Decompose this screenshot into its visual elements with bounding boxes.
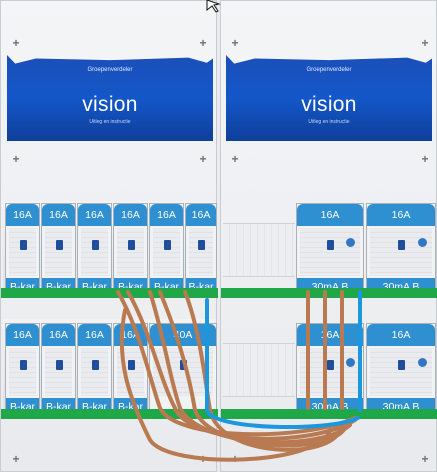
breaker-mechanism <box>9 228 36 276</box>
test-button[interactable] <box>346 238 355 247</box>
screw-icon: + <box>231 452 239 466</box>
breaker-rating: 40A <box>150 324 216 346</box>
rcd-breaker[interactable]: 16A 30mA B <box>366 323 436 417</box>
screw-icon: + <box>199 152 207 166</box>
screw-icon: + <box>199 36 207 50</box>
breaker-lever[interactable] <box>19 360 27 370</box>
breaker-rating: 16A <box>6 324 39 346</box>
test-button[interactable] <box>346 358 355 367</box>
circuit-breaker[interactable]: 16A B-kar <box>113 203 148 297</box>
neutral-rail-top <box>221 288 437 298</box>
breaker-rating: 16A <box>297 204 363 226</box>
blank-cover <box>223 223 295 277</box>
breaker-lever[interactable] <box>127 240 135 250</box>
circuit-breaker[interactable]: 16A B-kar <box>41 203 76 297</box>
screw-icon: + <box>421 36 429 50</box>
breaker-lever[interactable] <box>327 360 334 370</box>
breaker-mechanism <box>117 228 144 276</box>
brochure-logo: vision <box>82 93 138 116</box>
main-switch[interactable]: 40A <box>149 323 217 417</box>
breaker-lever[interactable] <box>19 240 27 250</box>
breaker-lever[interactable] <box>55 360 63 370</box>
blank-cover <box>223 343 295 397</box>
breaker-mechanism <box>45 348 72 396</box>
breaker-rating: 16A <box>367 324 435 346</box>
breaker-rating: 16A <box>42 204 75 226</box>
breaker-lever[interactable] <box>91 240 99 250</box>
rcd-breaker[interactable]: 16A 30mA B <box>296 323 364 417</box>
breaker-mechanism <box>370 228 432 276</box>
screw-icon: + <box>199 452 207 466</box>
breaker-rating: 16A <box>114 324 147 346</box>
brochure-subtitle: Uitleg en instructie <box>89 119 131 125</box>
breaker-mechanism <box>153 228 180 276</box>
screw-icon: + <box>231 152 239 166</box>
brochure-brand: Groepenverdeler <box>87 67 133 73</box>
brochure-logo: vision <box>301 93 357 116</box>
circuit-breaker[interactable]: 16A B-kar <box>77 203 112 297</box>
breaker-lever[interactable] <box>327 240 334 250</box>
breaker-mechanism <box>81 228 108 276</box>
breaker-mechanism <box>300 228 360 276</box>
breaker-mechanism <box>81 348 108 396</box>
breaker-rating: 16A <box>186 204 216 226</box>
breaker-lever[interactable] <box>127 360 135 370</box>
breaker-mechanism <box>370 348 432 396</box>
circuit-breaker[interactable]: 16A B-kar <box>149 203 184 297</box>
test-button[interactable] <box>418 238 427 247</box>
screw-icon: + <box>231 36 239 50</box>
circuit-breaker[interactable]: 16A B-kar <box>77 323 112 417</box>
circuit-breaker[interactable]: 16A B-kar <box>5 203 40 297</box>
breaker-lever[interactable] <box>55 240 63 250</box>
brochure-subtitle: Uitleg en instructie <box>308 119 350 125</box>
instruction-brochure-left[interactable]: Groepenverdeler vision Uitleg en instruc… <box>7 55 213 141</box>
screw-icon: + <box>421 152 429 166</box>
distribution-panel-left: + + + + + + Groepenverdeler vision Uitle… <box>0 0 218 472</box>
screw-icon: + <box>12 152 20 166</box>
breaker-rating: 16A <box>114 204 147 226</box>
breaker-mechanism <box>300 348 360 396</box>
breaker-rating: 16A <box>150 204 183 226</box>
test-button[interactable] <box>418 358 427 367</box>
screw-icon: + <box>421 452 429 466</box>
neutral-rail-bottom <box>221 409 437 419</box>
breaker-mechanism <box>45 228 72 276</box>
neutral-rail-top <box>1 288 218 298</box>
breaker-rating: 16A <box>6 204 39 226</box>
circuit-breaker[interactable]: 16A B-kar <box>113 323 148 417</box>
breaker-lever[interactable] <box>91 360 99 370</box>
breaker-rating: 16A <box>297 324 363 346</box>
breaker-lever[interactable] <box>180 360 187 370</box>
breaker-mechanism <box>189 228 213 276</box>
screw-icon: + <box>12 452 20 466</box>
breaker-rating: 16A <box>367 204 435 226</box>
brochure-brand: Groepenverdeler <box>306 67 352 73</box>
breaker-mechanism <box>153 348 213 396</box>
breaker-mechanism <box>117 348 144 396</box>
breaker-lever[interactable] <box>163 240 171 250</box>
rcd-breaker[interactable]: 16A 30mA B <box>296 203 364 297</box>
breaker-lever[interactable] <box>398 240 405 250</box>
breaker-rating: 16A <box>42 324 75 346</box>
breaker-lever[interactable] <box>198 240 205 250</box>
circuit-breaker[interactable]: 16A B-kar <box>5 323 40 417</box>
neutral-rail-bottom <box>1 409 218 419</box>
breaker-mechanism <box>9 348 36 396</box>
distribution-panel-right: + + + + + + Groepenverdeler vision Uitle… <box>220 0 437 472</box>
circuit-breaker[interactable]: 16A B-kar <box>41 323 76 417</box>
breaker-rating: 16A <box>78 204 111 226</box>
circuit-breaker[interactable]: 16A B-kar <box>185 203 217 297</box>
screw-icon: + <box>12 36 20 50</box>
instruction-brochure-right[interactable]: Groepenverdeler vision Uitleg en instruc… <box>226 55 432 141</box>
breaker-lever[interactable] <box>398 360 405 370</box>
rcd-breaker[interactable]: 16A 30mA B <box>366 203 436 297</box>
breaker-rating: 16A <box>78 324 111 346</box>
